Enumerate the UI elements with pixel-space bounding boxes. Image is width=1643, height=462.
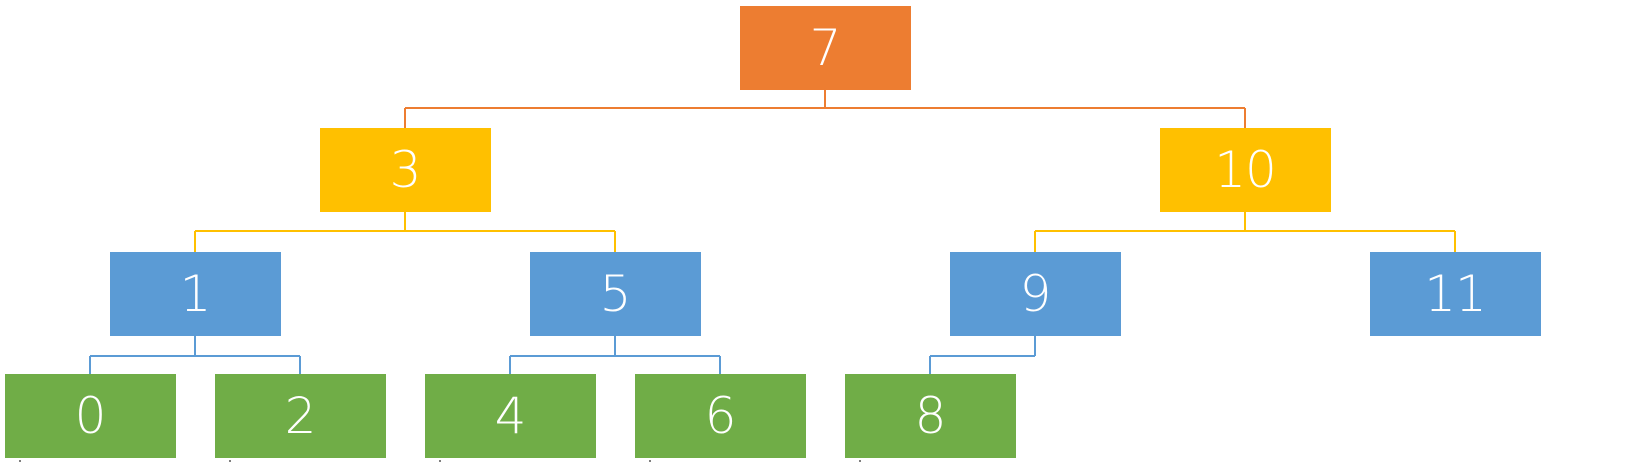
node-10: 10 (1159, 128, 1331, 212)
node-5: 5 (529, 252, 701, 336)
node-11: 11 (1369, 252, 1541, 336)
node-1: 1 (109, 252, 281, 336)
node-2: 2 (214, 374, 386, 458)
node-9: 9 (949, 252, 1121, 336)
node-7: 7 (739, 6, 911, 90)
node-3: 3 (319, 128, 491, 212)
node-6: 6 (634, 374, 806, 458)
node-0: 0 (4, 374, 176, 458)
node-4: 4 (424, 374, 596, 458)
node-8: 8 (844, 374, 1016, 458)
